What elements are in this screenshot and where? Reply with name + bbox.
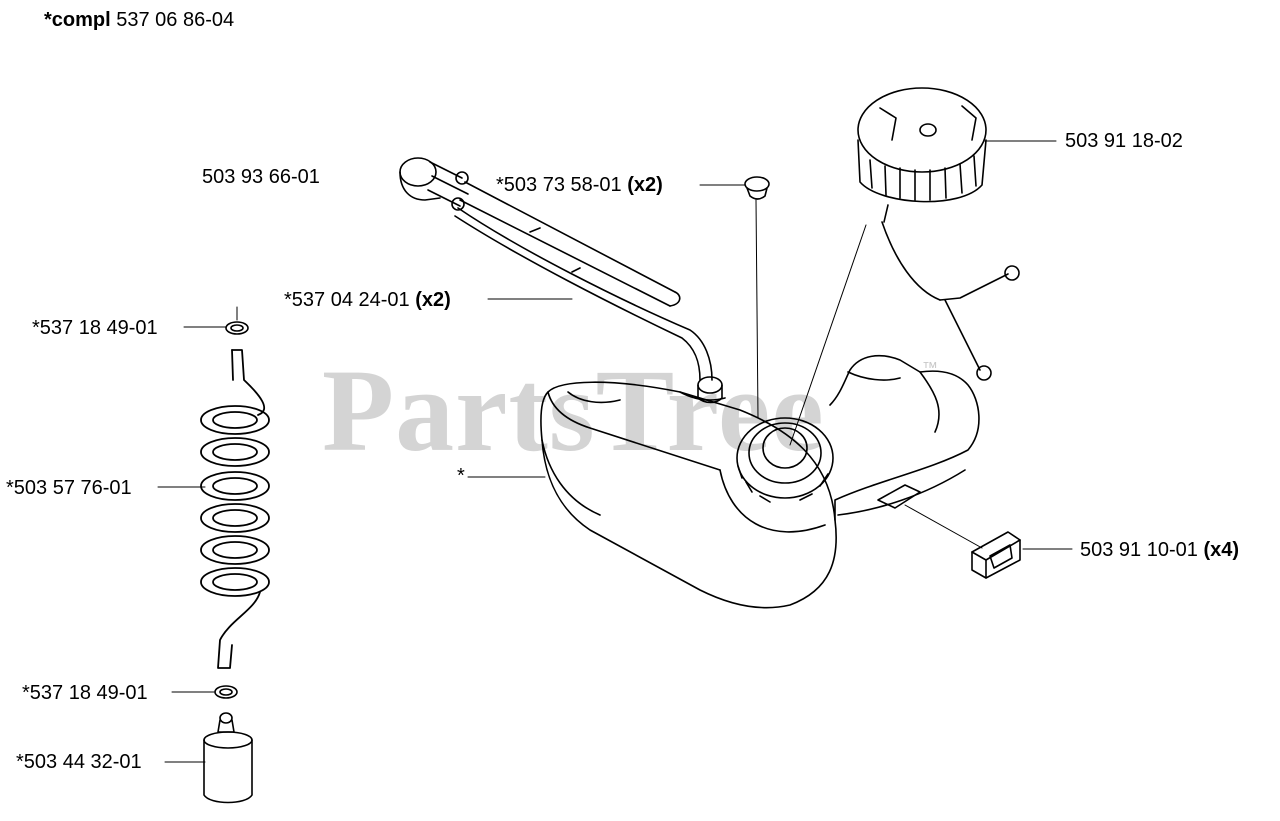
- part-number: 503 91 10-01: [1080, 539, 1198, 561]
- part-number: *537 04 24-01: [284, 289, 410, 311]
- label-fuel-filter: *503 44 32-01: [16, 752, 142, 772]
- part-number: 503 93 66-01: [202, 166, 320, 188]
- label-grommet: *503 73 58-01 (x2): [496, 175, 663, 195]
- hose-clip-top: [225, 321, 249, 335]
- part-number: *503 57 76-01: [6, 477, 132, 499]
- label-hose-clip-top: *537 18 49-01: [32, 318, 158, 338]
- label-fuel-cap: 503 91 18-02: [1065, 131, 1183, 151]
- part-number: *: [457, 465, 465, 487]
- label-hose-clip-bottom: *537 18 49-01: [22, 683, 148, 703]
- assembly-title: *compl 537 06 86-04: [44, 10, 234, 30]
- fuel-tank: [540, 354, 980, 609]
- rubber-mount: [971, 531, 1021, 579]
- part-qty: (x2): [627, 174, 663, 196]
- fuel-cap: [857, 87, 1020, 381]
- fuel-filter: [203, 712, 253, 804]
- fuel-pickup-body: [399, 157, 713, 381]
- watermark-trademark: ™: [922, 360, 938, 377]
- part-number: *537 18 49-01: [32, 317, 158, 339]
- label-fuel-hose: *537 04 24-01 (x2): [284, 290, 451, 310]
- assembly-prefix: *compl: [44, 9, 111, 31]
- label-pickup-body: 503 93 66-01: [202, 167, 320, 187]
- part-qty: (x4): [1203, 539, 1240, 561]
- part-number: *537 18 49-01: [22, 682, 148, 704]
- grommet: [744, 176, 770, 200]
- assembly-number: 537 06 86-04: [116, 9, 235, 31]
- label-rubber-mount: 503 91 10-01 (x4): [1080, 540, 1239, 560]
- part-number: *503 73 58-01: [496, 174, 622, 196]
- label-tank: *: [457, 466, 465, 486]
- hose-clip-bottom: [214, 685, 238, 699]
- coiled-hose: [200, 349, 270, 669]
- part-number: *503 44 32-01: [16, 751, 142, 773]
- leader-lines: [157, 140, 1073, 763]
- part-qty: (x2): [415, 289, 451, 311]
- part-number: 503 91 18-02: [1065, 130, 1183, 152]
- label-coiled-hose: *503 57 76-01: [6, 478, 132, 498]
